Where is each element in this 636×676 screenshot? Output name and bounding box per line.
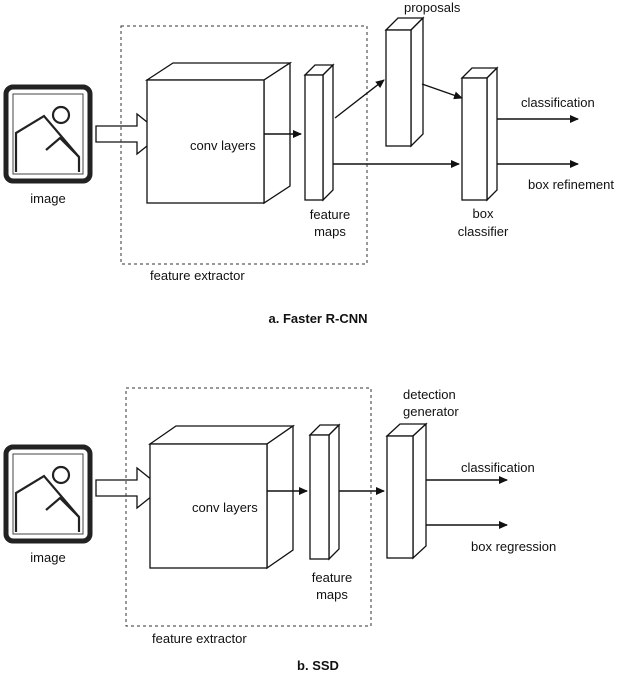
feature-maps-slab: [308, 423, 341, 561]
feature-extractor-region: [125, 387, 372, 627]
feature-maps-label-line1: feature: [312, 570, 352, 585]
conv-layers-label: conv layers: [192, 500, 258, 515]
conv-layers-cube: [147, 424, 296, 570]
classification-output-label: classification: [521, 95, 595, 110]
box-classifier-slab: [460, 66, 499, 202]
ssd-caption: b. SSD: [297, 658, 339, 673]
feature-extractor-region: [120, 25, 368, 265]
proposals-label: proposals: [404, 0, 461, 15]
faster-rcnn-section: image feature extractor conv layers feat…: [3, 0, 614, 326]
feature-extractor-label: feature extractor: [150, 268, 245, 283]
feature-maps-label-line1: feature: [310, 207, 350, 222]
image-icon: [3, 84, 93, 184]
detection-generator-slab: [385, 422, 428, 560]
box-regression-output-label: box regression: [471, 539, 556, 554]
detection-generator-label-line1: detection: [403, 387, 456, 402]
feature-maps-label-line2: maps: [316, 587, 348, 602]
conv-layers-cube: [144, 61, 293, 205]
box-classifier-label-line1: box: [473, 206, 494, 221]
detection-generator-label-line2: generator: [403, 404, 459, 419]
feature-extractor-label: feature extractor: [152, 631, 247, 646]
feature-maps-label-line2: maps: [314, 224, 346, 239]
arrow-features-to-proposals: [334, 79, 385, 119]
faster-rcnn-caption: a. Faster R-CNN: [269, 311, 368, 326]
proposals-slab: [384, 16, 425, 148]
arrow-proposals-to-classifier: [421, 83, 463, 100]
box-refinement-output-label: box refinement: [528, 177, 614, 192]
ssd-section: image feature extractor conv layers feat…: [3, 387, 556, 673]
box-classifier-label-line2: classifier: [458, 224, 509, 239]
classification-output-label: classification: [461, 460, 535, 475]
image-label: image: [30, 550, 65, 565]
image-label: image: [30, 191, 65, 206]
conv-layers-label: conv layers: [190, 138, 256, 153]
image-icon: [3, 444, 93, 544]
feature-maps-slab: [303, 63, 335, 202]
